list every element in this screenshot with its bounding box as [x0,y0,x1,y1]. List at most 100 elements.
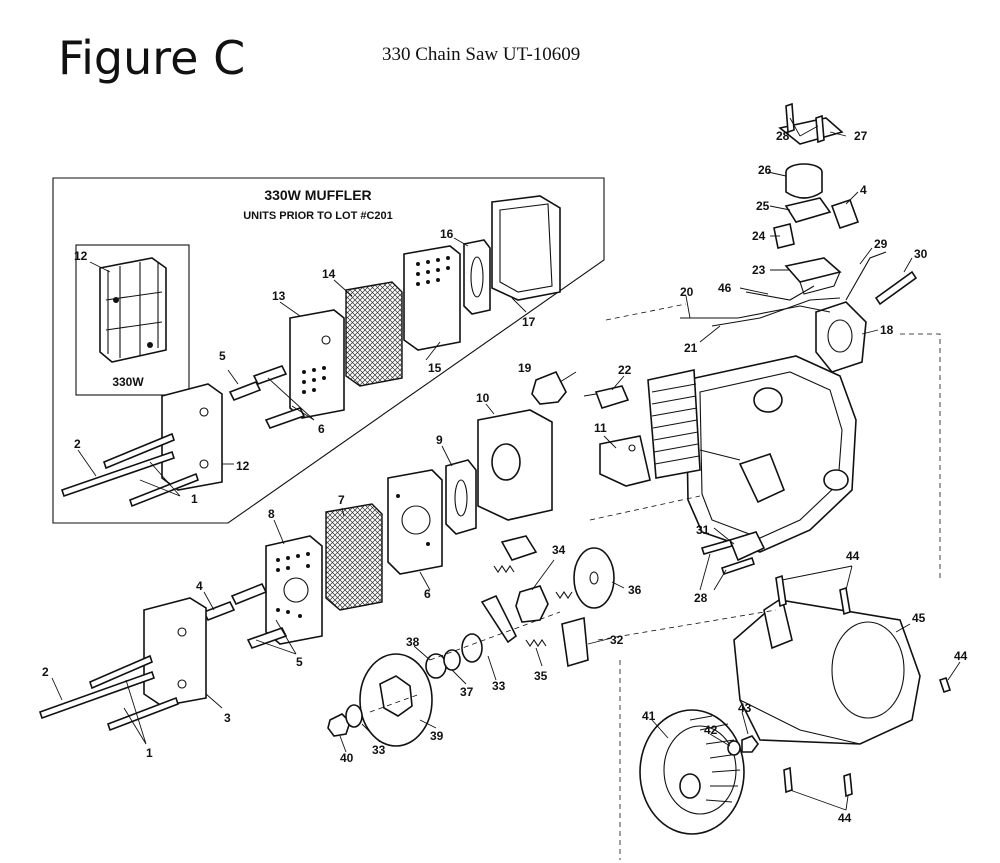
part-29-30-terminal [845,251,918,306]
part-7-screen [325,503,383,611]
callout-34: 34 [552,543,566,557]
callout-23: 23 [752,263,766,277]
callout-5: 5 [296,655,303,669]
callout-26: 26 [758,163,772,177]
callout-44: 44 [838,811,852,825]
callout-24: 24 [752,229,766,243]
sub-inset-border [75,244,190,396]
part-10-exhaust-housing [477,409,553,521]
callout-12: 12 [74,249,88,263]
part-18-coil [815,301,867,373]
callout-labels: 1 1 2 2 3 4 4 5 5 6 6 7 8 9 10 11 12 12 … [42,129,968,825]
part-16-gasket [463,239,491,315]
callout-32: 32 [610,633,624,647]
part-38-bearing [425,649,461,679]
part-27-cover [778,117,844,145]
callout-6: 6 [424,587,431,601]
callout-41: 41 [642,709,656,723]
callout-2: 2 [74,437,81,451]
part-33-washer [345,633,483,728]
part-13-baffle-plate [289,309,345,419]
callout-14: 14 [322,267,336,281]
inset-title: 330W MUFFLER [264,187,371,203]
callout-33: 33 [492,679,506,693]
callout-3: 3 [224,711,231,725]
callout-38: 38 [406,635,420,649]
part-35-springs [493,565,573,647]
part-34-clutch-hub [480,535,589,668]
muffler-330w-shield [99,257,167,363]
callout-8: 8 [268,507,275,521]
callout-18: 18 [880,323,894,337]
figure-subtitle: 330 Chain Saw UT-10609 [382,44,581,65]
callout-37: 37 [460,685,474,699]
callout-42: 42 [704,723,718,737]
part-4-spacer [202,600,236,622]
callout-21: 21 [684,341,698,355]
callout-20: 20 [680,285,694,299]
callout-46: 46 [718,281,732,295]
part-39-clutch-drum [359,653,433,747]
part-11-bracket [599,435,651,487]
callout-35: 35 [534,669,548,683]
part-14-screen [345,281,403,387]
callout-6: 6 [318,422,325,436]
part-42-43-nut-washer [727,735,759,756]
callout-22: 22 [618,363,632,377]
callout-leader-lines [51,117,961,811]
part-26-intake-boot [785,163,823,199]
callout-36: 36 [628,583,642,597]
part-24-gasket [773,223,795,249]
callout-29: 29 [874,237,888,251]
callout-27: 27 [854,129,868,143]
part-4-gasket-right [830,198,860,230]
callout-33: 33 [372,743,386,757]
part-9-gasket [445,459,477,535]
part-6-gasket [387,469,443,575]
part-cylinder-fins [647,369,701,479]
part-20-21-46-wires [680,285,841,327]
callout-28: 28 [694,591,708,605]
callout-43: 43 [738,701,752,715]
callout-1: 1 [191,492,198,506]
part-6-spacers-inset [228,365,306,429]
callout-4: 4 [860,183,867,197]
part-28-screws-lower [700,539,756,576]
callout-15: 15 [428,361,442,375]
callout-13: 13 [272,289,286,303]
callout-11: 11 [594,421,607,435]
part-8-baffle-plate [265,535,323,645]
callout-10: 10 [476,391,490,405]
inset-subtitle: UNITS PRIOR TO LOT #C201 [243,210,393,222]
part-36-disc [573,547,615,609]
inset-border [52,177,605,524]
part-engine-crankcase [685,355,857,553]
callout-12: 12 [236,459,250,473]
callout-9: 9 [436,433,443,447]
assembly-guide-lines [369,303,941,860]
callout-16: 16 [440,227,454,241]
part-31-bracket [728,531,766,562]
part-41-flywheel [639,709,745,835]
part-5-spacers [230,582,288,649]
callout-2: 2 [42,665,49,679]
callout-5: 5 [219,349,226,363]
callout-44: 44 [846,549,860,563]
part-22-spark-plug [583,385,630,409]
callout-31: 31 [696,523,710,537]
callout-45: 45 [912,611,926,625]
callout-28: 28 [776,129,790,143]
callout-4: 4 [196,579,203,593]
part-3-muffler-cover [143,597,207,707]
part-23-adapter [784,257,842,295]
callout-1: 1 [146,746,153,760]
part-45-fan-housing [733,596,921,745]
part-2-bolts [38,654,180,732]
part-12-muffler-cover-inset [161,383,223,491]
figure-title: Figure C [58,31,246,85]
callout-40: 40 [340,751,354,765]
callout-30: 30 [914,247,928,261]
callout-17: 17 [522,315,536,329]
sub-inset-label: 330W [112,375,144,389]
